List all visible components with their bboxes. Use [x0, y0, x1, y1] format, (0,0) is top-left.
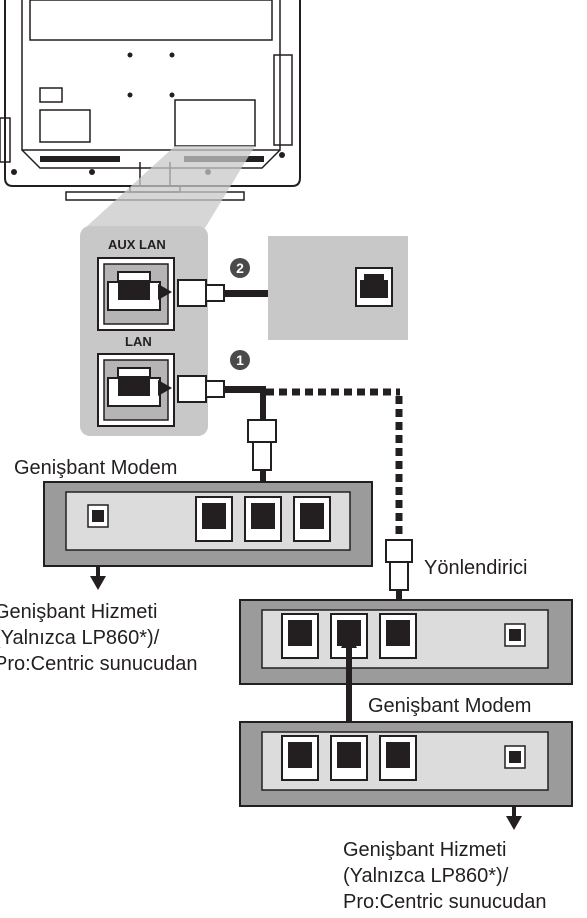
aux-lan-label: AUX LAN	[108, 237, 166, 252]
step-2-badge: 2	[230, 258, 250, 278]
service-bottom-line2: (Yalnızca LP860*)/	[343, 865, 509, 887]
router-label: Yönlendirici	[424, 557, 528, 579]
broadband-modem-bottom	[239, 721, 573, 807]
wall-jack	[268, 236, 408, 340]
service-left-line3: Pro:Centric sunucudan	[0, 653, 198, 675]
step-1-badge: 1	[230, 350, 250, 370]
service-left-line1: Genişbant Hizmeti	[0, 601, 158, 623]
service-bottom-line3: Pro:Centric sunucudan	[343, 891, 547, 913]
modem-bottom-label: Genişbant Modem	[368, 695, 532, 717]
service-left-line2: (Yalnızca LP860*)/	[0, 627, 160, 649]
service-bottom-line1: Genişbant Hizmeti	[343, 839, 507, 861]
router-device	[239, 599, 573, 685]
modem-top-label: Genişbant Modem	[14, 457, 178, 479]
lan-label: LAN	[125, 334, 152, 349]
lan-cable	[158, 375, 413, 618]
broadband-modem-top	[43, 481, 373, 567]
